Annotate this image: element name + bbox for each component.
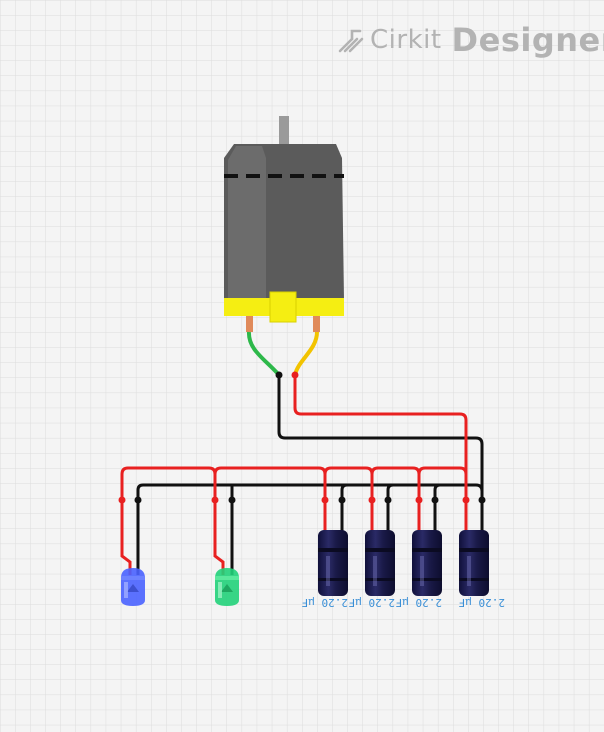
dc-motor[interactable] bbox=[224, 116, 344, 332]
motor-lead-yellow[interactable] bbox=[293, 331, 319, 376]
brand-name-part2: Designer bbox=[451, 21, 604, 59]
motor-lead-green[interactable] bbox=[247, 331, 281, 377]
capacitor-3[interactable] bbox=[412, 530, 442, 596]
motor-terminal-2[interactable] bbox=[313, 316, 320, 332]
capacitor-3-label: 2.20 µF bbox=[396, 596, 442, 609]
capacitor-4[interactable] bbox=[459, 530, 489, 596]
capacitor-1-label: 2.20 µF bbox=[302, 596, 348, 609]
cirkit-designer-logo: Cirkit Designer bbox=[336, 20, 604, 60]
capacitor-2-label: 2.20 µF bbox=[349, 596, 395, 609]
junction-nodes bbox=[118, 371, 486, 504]
capacitor-2[interactable] bbox=[365, 530, 395, 596]
brand-name-part1: Cirkit bbox=[370, 25, 442, 55]
motor-body-highlight bbox=[228, 146, 266, 298]
motor-shaft bbox=[279, 116, 289, 146]
negative-wires[interactable] bbox=[136, 375, 484, 575]
capacitor-1[interactable] bbox=[318, 530, 348, 596]
led-green[interactable] bbox=[215, 568, 239, 606]
led-blue[interactable] bbox=[121, 568, 145, 606]
motor-terminal-1[interactable] bbox=[246, 316, 253, 332]
capacitor-4-label: 2.20 µF bbox=[459, 596, 505, 609]
cirkit-logo-icon bbox=[338, 29, 364, 53]
motor-bearing-housing bbox=[269, 291, 297, 323]
